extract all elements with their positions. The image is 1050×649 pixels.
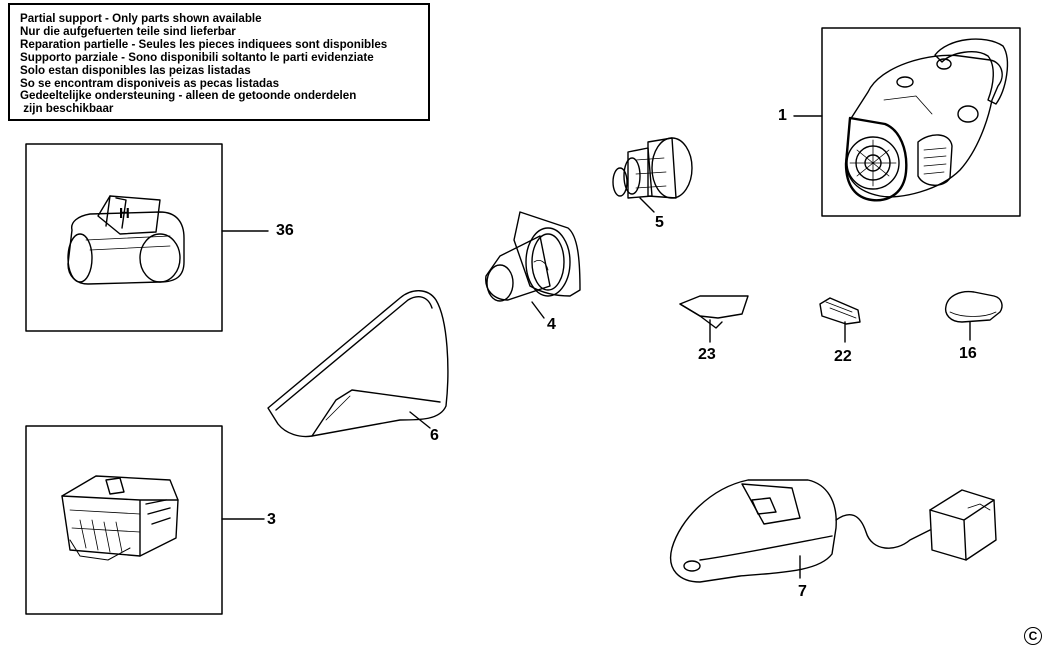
callout-7: 7: [798, 583, 807, 600]
callout-6: 6: [430, 427, 439, 444]
notice-line-dutch: Gedeeltelijke ondersteuning - alleen de …: [20, 89, 357, 103]
partial-support-notice: Partial support - Only parts shown avail…: [8, 3, 430, 121]
callout-23: 23: [698, 346, 716, 363]
notice-line-portuguese: So se encontram disponiveis as pecas lis…: [20, 76, 280, 90]
callout-1: 1: [778, 107, 787, 124]
notice-line-french: Reparation partielle - Seules les pieces…: [20, 37, 388, 51]
part-4-filter-housing: [485, 211, 581, 319]
part-3-battery-pack: [25, 425, 265, 615]
part-23-component: [679, 295, 749, 343]
part-36-floor-nozzle: [25, 143, 269, 332]
part-16-filter-pad: [944, 290, 1003, 341]
part-22-component: [819, 297, 861, 343]
callout-5: 5: [655, 214, 664, 231]
callout-22: 22: [834, 348, 852, 365]
callout-16: 16: [959, 345, 977, 362]
callout-3: 3: [267, 511, 276, 528]
nozzle-letter-h: H: [119, 205, 130, 222]
callout-36: 36: [276, 222, 294, 239]
notice-line-italian: Supporto parziale - Sono disponibili sol…: [20, 50, 374, 64]
callout-4: 4: [547, 316, 556, 333]
notice-line-german: Nur die aufgefuerten teile sind lieferba…: [20, 24, 236, 38]
copyright-symbol: C: [1024, 627, 1042, 645]
notice-line-english: Partial support - Only parts shown avail…: [20, 12, 262, 25]
part-7-charging-base: [669, 479, 997, 583]
part-1-vacuum-body: [793, 27, 1021, 217]
notice-line-dutch-continued: zijn beschikbaar: [20, 102, 114, 116]
notice-line-spanish: Solo estan disponibles las peizas listad…: [20, 63, 251, 77]
part-5-filter: [612, 137, 693, 213]
part-6-crevice-nozzle: [267, 290, 449, 438]
